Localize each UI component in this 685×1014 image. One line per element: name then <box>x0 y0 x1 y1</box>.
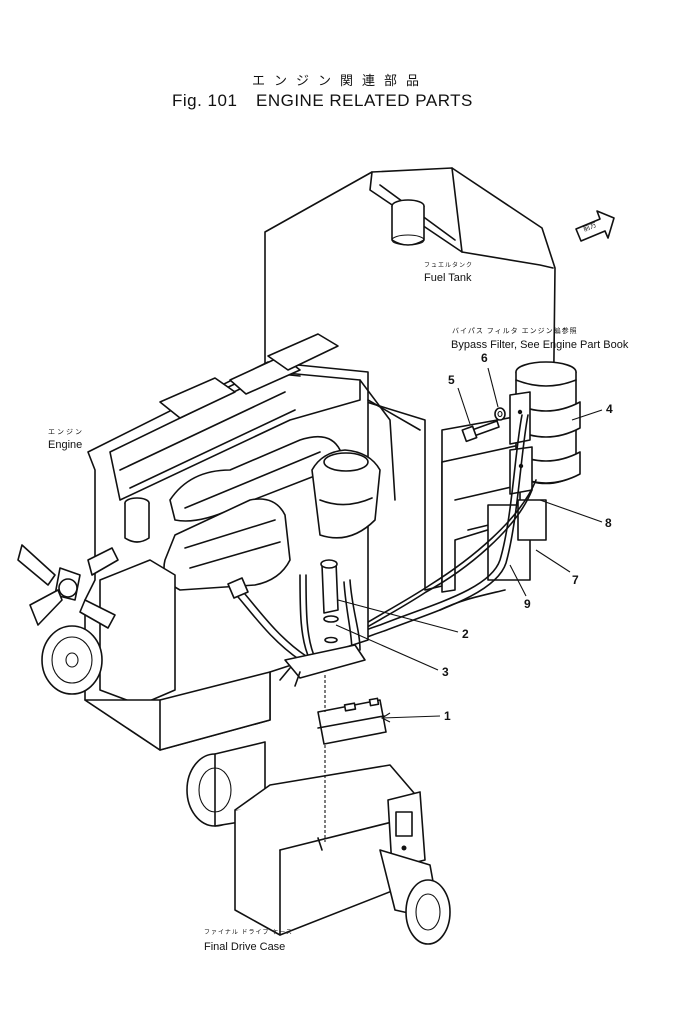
fuel-tank-label: Fuel Tank <box>424 272 472 284</box>
engine-label-jp: エンジン <box>48 429 84 436</box>
page-title: ENGINE RELATED PARTS <box>256 91 473 110</box>
final-drive-case-label-jp: ファイナル ドライブ ケース <box>204 930 293 936</box>
callout-4: 4 <box>606 402 613 416</box>
drain-valve-drawing <box>227 559 366 687</box>
engine-drawing <box>17 333 421 751</box>
callout-9: 9 <box>524 597 531 611</box>
callout-8: 8 <box>605 516 612 530</box>
callout-2: 2 <box>462 627 469 641</box>
callout-7: 7 <box>572 573 579 587</box>
bypass-filter-label-jp: バイパス フィルタ エンジン編参照 <box>452 328 578 335</box>
callout-6: 6 <box>481 351 488 365</box>
bypass-filter-label: Bypass Filter, See Engine Part Book <box>451 339 629 351</box>
bracket-part-1-drawing <box>317 697 387 745</box>
leader-lines <box>335 367 603 723</box>
callout-1: 1 <box>444 709 451 723</box>
final-drive-case-label: Final Drive Case <box>204 941 286 953</box>
figure-number: Fig. 101 <box>172 91 238 110</box>
callout-3: 3 <box>442 665 449 679</box>
title-japanese: エンジン関連部品 <box>252 73 429 88</box>
front-direction-arrow <box>575 210 615 242</box>
engine-label: Engine <box>48 439 83 451</box>
fuel-tank-drawing <box>264 167 556 593</box>
bolt-and-washer-drawing <box>461 407 506 443</box>
fuel-tank-label-jp: フュエルタンク <box>424 263 474 269</box>
callout-5: 5 <box>448 373 455 387</box>
final-drive-case-drawing <box>186 741 451 945</box>
